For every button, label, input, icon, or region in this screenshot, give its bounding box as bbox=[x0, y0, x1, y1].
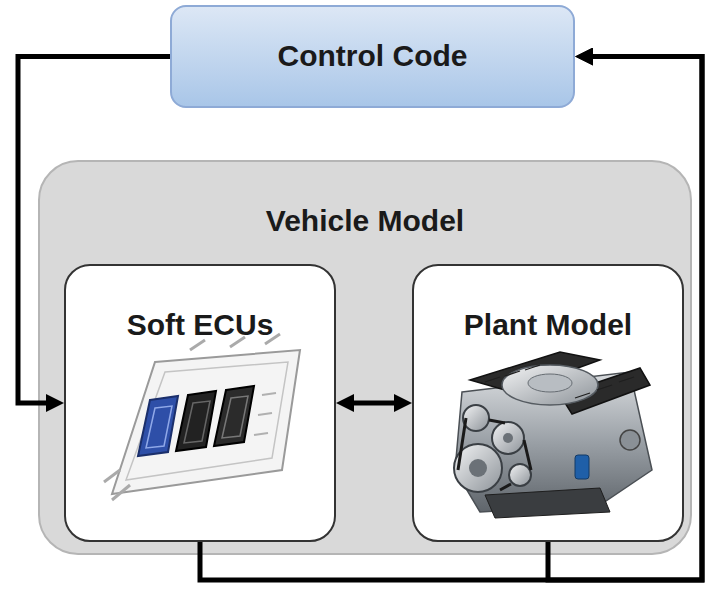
connector-arrow bbox=[548, 57, 702, 581]
component-box: Plant Model bbox=[412, 264, 684, 542]
node-label: Soft ECUs bbox=[127, 308, 274, 343]
node-label: Control Code bbox=[278, 39, 468, 74]
process-box: Control Code bbox=[170, 5, 575, 108]
engine-illustration bbox=[454, 352, 652, 518]
node-label: Vehicle Model bbox=[266, 204, 464, 239]
connector-arrow bbox=[348, 401, 400, 406]
group-box: Vehicle ModelSoft ECUs Plant Model bbox=[38, 160, 692, 555]
component-box: Soft ECUs bbox=[64, 264, 336, 542]
connector-arrow bbox=[200, 57, 702, 581]
ecu-illustration bbox=[104, 334, 300, 500]
connector-arrow bbox=[18, 57, 170, 404]
node-label: Plant Model bbox=[464, 308, 632, 343]
